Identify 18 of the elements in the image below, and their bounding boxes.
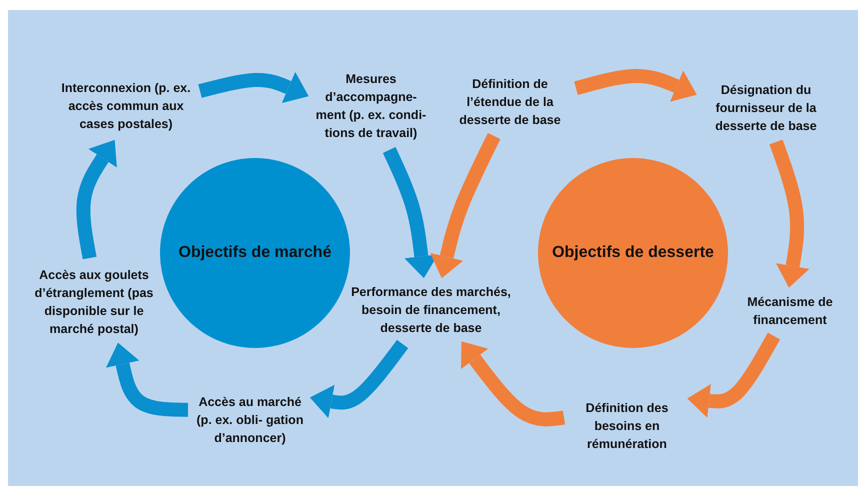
curved-arrow [198,72,309,104]
curved-arrow [310,340,408,418]
step-label: Accès au marché (p. ex. obli- gation d’annoncer) [196,394,304,447]
curved-arrow [574,69,697,102]
step-label: Mécanisme de financement [746,294,834,329]
step-label: Définition des besoins en rémunération [584,400,670,453]
circle-label: Objectifs de desserte [552,243,714,263]
step-label: Accès aux goulets d’étranglement (pas disponible sur le marché postal) [34,267,154,338]
step-label: Définition de l’étendue de la desserte de base [458,76,562,129]
circle-label: Objectifs de marché [178,243,332,263]
step-label: Interconnexion (p. ex. accès commun aux cases postales) [60,80,192,133]
curved-arrow [76,140,117,260]
curved-arrow [769,140,810,288]
step-label: Mesures d’accompagne- ment (p. ex. condi- tions de travail) [314,71,428,142]
step-label: Performance des marchés, besoin de financement, desserte de base [350,284,512,337]
curved-arrow [687,332,780,418]
step-label: Désignation du fournisseur de la desserte de base [714,82,818,135]
curved-arrow [430,132,500,278]
